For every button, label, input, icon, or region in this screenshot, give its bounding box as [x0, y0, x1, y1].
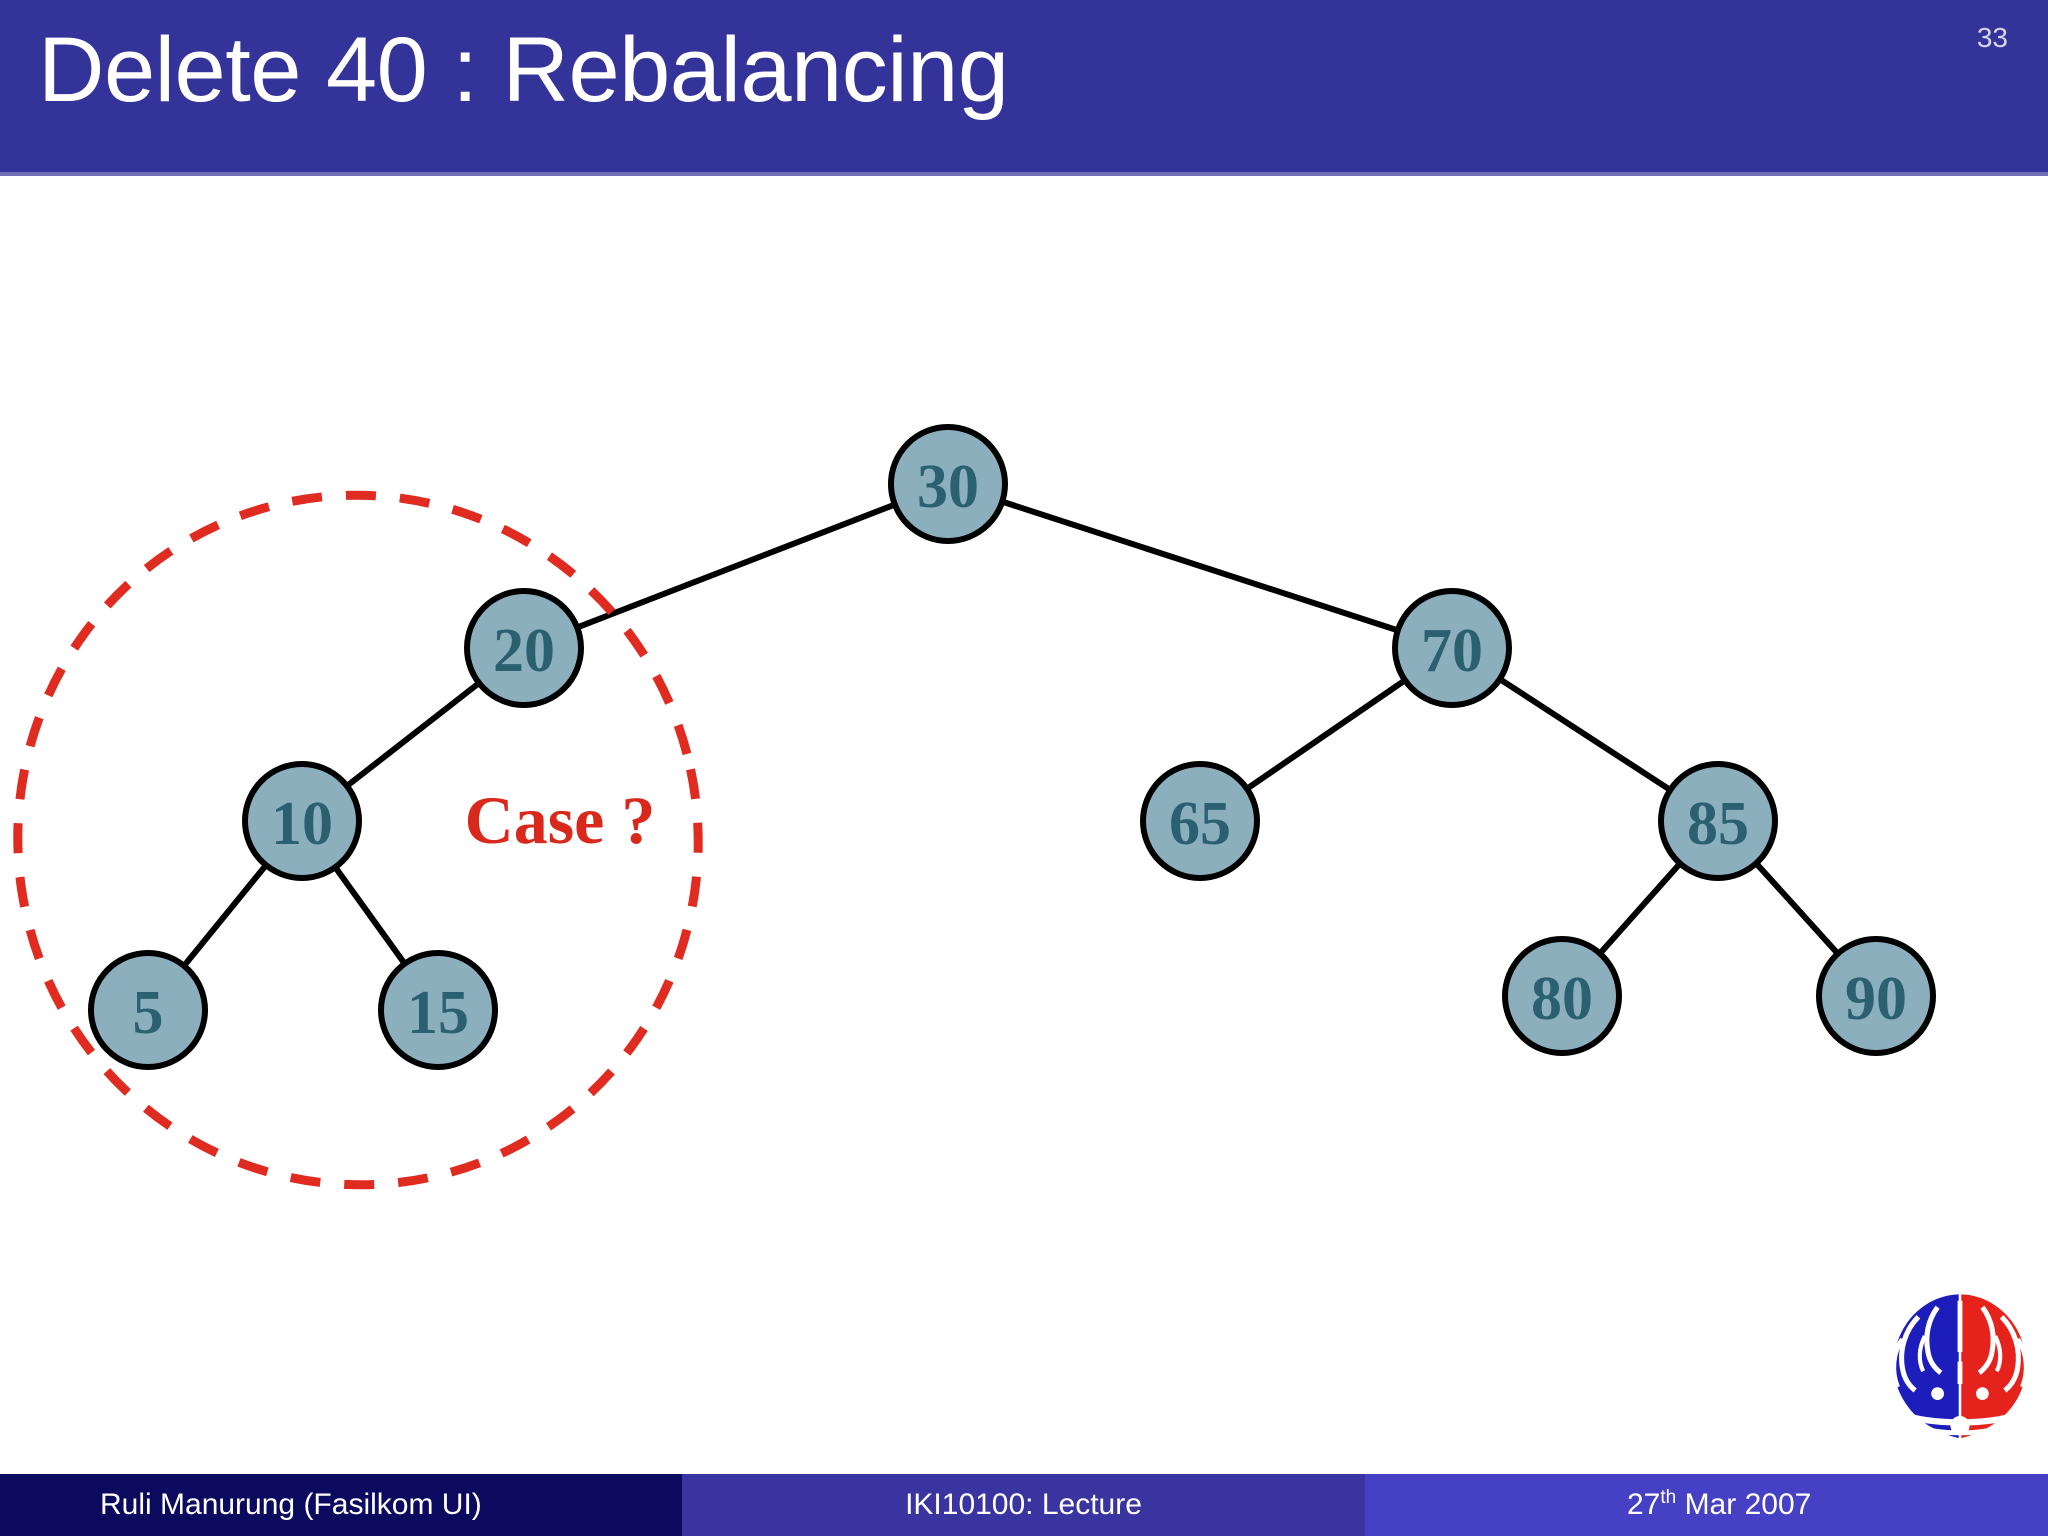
footer-course: IKI10100: Lecture [682, 1474, 1365, 1536]
node-label: 80 [1531, 965, 1593, 1033]
node-label: 70 [1421, 617, 1483, 685]
tree-edge [1595, 859, 1685, 958]
node-circle [1502, 936, 1622, 1056]
footer-date-rest: Mar 2007 [1676, 1488, 1812, 1521]
node-label: 15 [407, 979, 469, 1047]
highlight-layer [13, 490, 703, 1190]
tree-edge [179, 860, 271, 971]
node-label: 10 [271, 790, 333, 858]
slide-page-number: 33 [1976, 22, 2008, 53]
tree-edge [1495, 674, 1675, 795]
tree-node-65[interactable]: 65 [1140, 761, 1260, 881]
tree-node-70[interactable]: 70 [1392, 588, 1512, 708]
tree-node-layer: 30 20 10 5 15 70 65 85 80 90 [88, 424, 1936, 1070]
case-question-annotation: Case ? [465, 782, 656, 858]
tree-edge [1751, 858, 1843, 959]
title-bar-underline [0, 172, 2048, 176]
node-circle [464, 588, 584, 708]
tree-node-30[interactable]: 30 [888, 424, 1008, 544]
node-label: 30 [917, 453, 979, 521]
footer-author: Ruli Manurung (Fasilkom UI) [0, 1474, 682, 1536]
node-circle [1816, 936, 1936, 1056]
tree-edge [331, 862, 409, 969]
tree-node-20[interactable]: 20 [464, 588, 584, 708]
page-title: Delete 40 : Rebalancing [38, 19, 1009, 121]
slide-content-area: 30 20 10 5 15 70 65 85 80 90 Case ? [0, 176, 2048, 1460]
tree-edge [572, 500, 900, 632]
slide-footer: Ruli Manurung (Fasilkom UI) IKI10100: Le… [0, 1474, 2048, 1536]
node-circle [1392, 588, 1512, 708]
node-circle [242, 761, 362, 881]
slide-title-bar [0, 0, 2048, 172]
node-label: 85 [1687, 790, 1749, 858]
node-label: 65 [1169, 790, 1231, 858]
tree-node-90[interactable]: 90 [1816, 936, 1936, 1056]
node-label: 20 [493, 617, 555, 685]
tree-edge [1242, 676, 1410, 793]
node-circle [1658, 761, 1778, 881]
node-label: 90 [1845, 965, 1907, 1033]
tree-node-85[interactable]: 85 [1658, 761, 1778, 881]
footer-date: 27th Mar 2007 [1365, 1474, 2048, 1536]
node-circle [378, 950, 498, 1070]
footer-date-text: 27th Mar 2007 [1627, 1487, 1811, 1522]
tree-edge [997, 498, 1403, 634]
universitas-indonesia-logo-icon [1880, 1288, 2040, 1448]
tree-edge-layer [179, 498, 1843, 971]
node-label: 5 [133, 979, 164, 1047]
node-circle [1140, 761, 1260, 881]
tree-node-10[interactable]: 10 [242, 761, 362, 881]
tree-node-80[interactable]: 80 [1502, 936, 1622, 1056]
tree-node-15[interactable]: 15 [378, 950, 498, 1070]
node-circle [88, 950, 208, 1070]
footer-date-main: 27 [1627, 1488, 1661, 1521]
footer-date-suffix: th [1660, 1487, 1677, 1508]
logo-center-divider [1958, 1291, 1962, 1442]
node-circle [888, 424, 1008, 544]
tree-edge [342, 678, 484, 791]
case-highlight-ellipse [13, 490, 703, 1190]
tree-node-5[interactable]: 5 [88, 950, 208, 1070]
binary-tree-diagram: 30 20 10 5 15 70 65 85 80 90 Case ? [13, 424, 1936, 1190]
